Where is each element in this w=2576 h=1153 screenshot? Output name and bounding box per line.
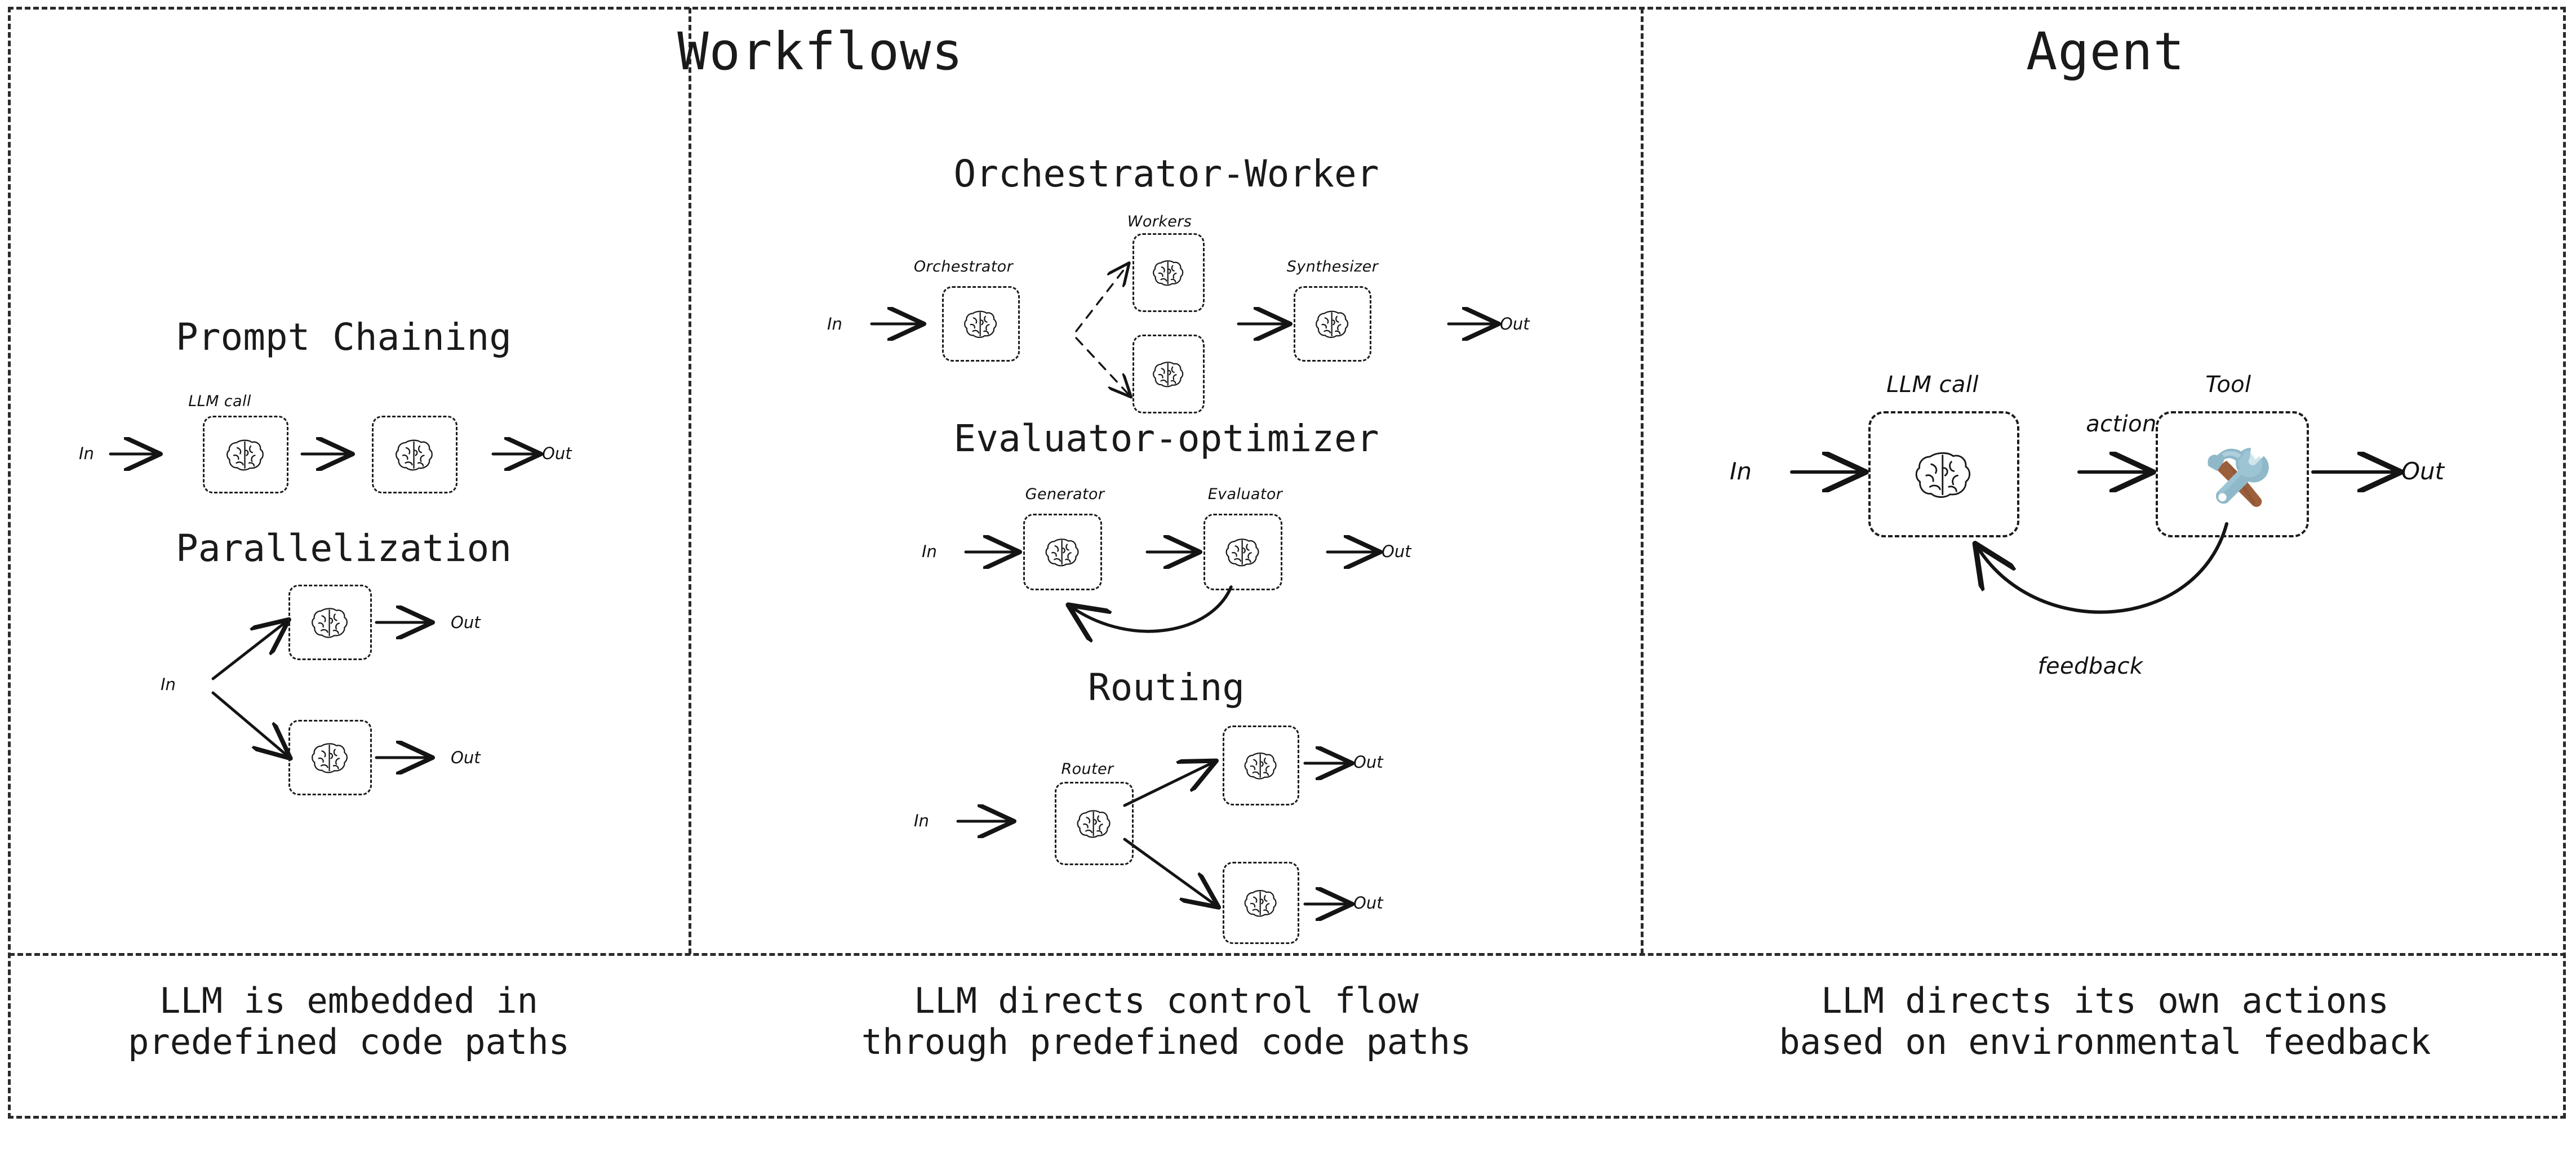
brain-icon [1043,536,1082,569]
node-parallel-branch-bottom[interactable] [288,720,372,795]
label-in-parallelization: In [161,675,176,694]
brain-icon [1912,447,1975,502]
label-in-routing: In [914,811,929,830]
node-agent-tool[interactable] [2156,411,2309,537]
node-synthesizer[interactable] [1294,286,1371,362]
label-out-parallel-bottom: Out [451,748,481,767]
column-divider-left [689,8,691,954]
brain-icon [1242,887,1280,919]
brain-icon [1151,359,1186,389]
section-title-parallelization: Parallelization [175,527,512,570]
node-evaluator[interactable] [1203,514,1282,590]
label-workers: Workers [1127,213,1192,230]
node-worker-bottom[interactable] [1132,335,1205,413]
brain-icon [1075,807,1113,840]
label-in-prompt-chaining: In [79,444,94,463]
node-route-target-bottom[interactable] [1223,862,1299,944]
node-worker-top[interactable] [1132,233,1205,312]
label-out-evaluator-optimizer: Out [1382,542,1411,561]
label-agent-llm-call: LLM call [1886,372,1979,398]
column-header-workflows: Workflows [677,21,963,82]
label-agent-action: action [2086,411,2157,437]
node-llm-call-1[interactable] [203,416,288,493]
node-llm-call-2[interactable] [372,416,458,493]
brain-icon [393,436,436,473]
caption-divider [9,953,2566,956]
label-out-routing-bottom: Out [1353,893,1383,912]
brain-icon [962,308,1000,340]
node-router[interactable] [1055,782,1134,865]
label-in-orchestrator: In [827,314,842,333]
section-title-prompt-chaining: Prompt Chaining [175,315,512,359]
hammer-and-wrench-icon [2195,437,2269,513]
node-agent-llm-call[interactable] [1868,411,2019,537]
label-evaluator: Evaluator [1207,486,1283,503]
label-synthesizer: Synthesizer [1286,258,1379,275]
column-header-agent: Agent [2026,21,2185,82]
node-parallel-branch-top[interactable] [288,585,372,660]
label-out-orchestrator: Out [1500,314,1530,333]
label-out-parallel-top: Out [451,613,481,632]
label-in-evaluator-optimizer: In [922,542,937,561]
node-route-target-top[interactable] [1223,725,1299,805]
brain-icon [1242,750,1280,782]
brain-icon [309,740,351,776]
section-title-orchestrator-worker: Orchestrator-Worker [953,152,1379,195]
brain-icon [1151,257,1186,288]
brain-icon [224,436,267,473]
brain-icon [1224,536,1262,569]
label-generator: Generator [1025,486,1105,503]
label-llm-call: LLM call [188,393,251,410]
label-agent-feedback: feedback [2037,653,2143,679]
section-title-evaluator-optimizer: Evaluator-optimizer [953,417,1379,460]
column-divider-right [1641,8,1644,954]
node-generator[interactable] [1023,514,1102,590]
label-orchestrator: Orchestrator [913,258,1014,275]
caption-workflows: LLM is embedded in predefined code paths [128,980,570,1063]
label-out-routing-top: Out [1353,753,1383,772]
node-orchestrator[interactable] [942,286,1020,362]
caption-workflows-middle: LLM directs control flow through predefi… [861,980,1472,1063]
label-agent-tool: Tool [2205,372,2251,398]
label-out-prompt-chaining: Out [542,444,572,463]
label-out-agent: Out [2401,457,2445,485]
label-router: Router [1061,760,1114,778]
caption-agent: LLM directs its own actions based on env… [1779,980,2431,1063]
brain-icon [1314,308,1351,340]
label-in-agent: In [1730,457,1752,485]
brain-icon [309,604,351,640]
section-title-routing: Routing [1087,666,1245,709]
